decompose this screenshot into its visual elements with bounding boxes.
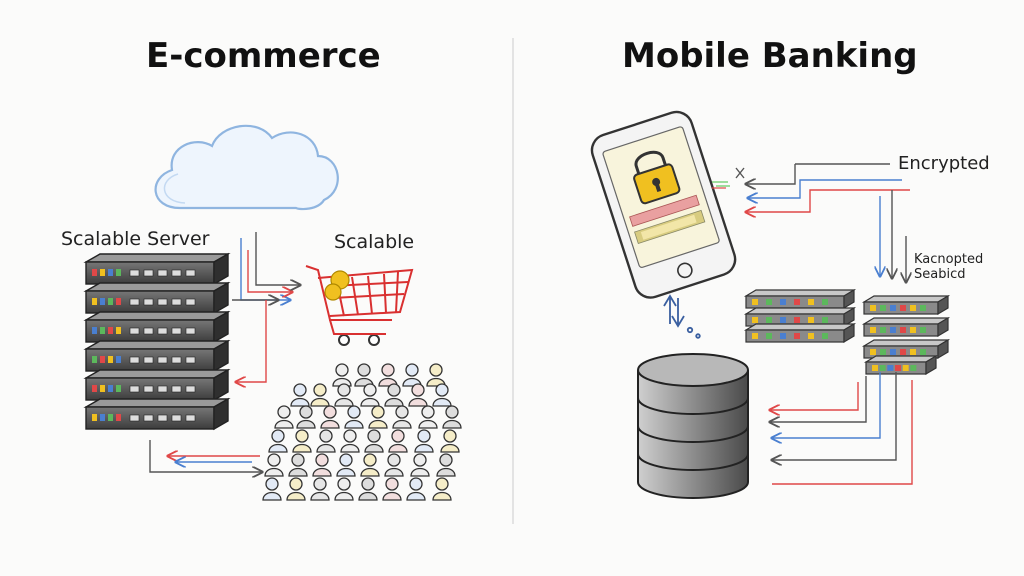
person-icon — [360, 453, 380, 477]
ecommerce-title: E-commerce — [146, 36, 381, 76]
person-icon — [408, 383, 428, 407]
person-icon — [418, 405, 438, 429]
person-icon — [432, 383, 452, 407]
network-switch-icon — [861, 294, 951, 316]
panel-divider — [512, 38, 514, 524]
person-icon — [296, 405, 316, 429]
person-icon — [310, 477, 330, 501]
server-unit — [83, 368, 231, 402]
network-switch-icon — [861, 316, 951, 338]
crowd-icon — [262, 363, 462, 501]
person-icon — [440, 429, 460, 453]
network-switch-icon — [863, 354, 939, 376]
person-icon — [442, 405, 462, 429]
person-icon — [312, 453, 332, 477]
person-icon — [432, 477, 452, 501]
person-icon — [264, 453, 284, 477]
person-icon — [384, 453, 404, 477]
person-icon — [290, 383, 310, 407]
person-icon — [402, 363, 422, 387]
person-icon — [392, 405, 412, 429]
network-switch-icon — [743, 306, 857, 328]
connection-arrows-right — [712, 163, 913, 485]
person-icon — [292, 429, 312, 453]
person-icon — [388, 429, 408, 453]
person-icon — [310, 383, 330, 407]
person-icon — [382, 477, 402, 501]
person-icon — [358, 477, 378, 501]
smartphone-icon — [590, 110, 737, 299]
person-icon — [344, 405, 364, 429]
padlock-icon — [633, 150, 681, 205]
person-icon — [436, 453, 456, 477]
person-icon — [268, 429, 288, 453]
server-unit — [83, 310, 231, 344]
person-icon — [262, 477, 282, 501]
person-icon — [286, 477, 306, 501]
person-icon — [364, 429, 384, 453]
scalable-label: Scalable — [334, 231, 415, 253]
person-icon — [384, 383, 404, 407]
person-icon — [340, 429, 360, 453]
server-unit — [83, 252, 231, 286]
person-icon — [320, 405, 340, 429]
server-unit — [83, 339, 231, 373]
network-switch-icon — [743, 322, 857, 344]
person-icon — [288, 453, 308, 477]
person-icon — [316, 429, 336, 453]
mobile-banking-title: Mobile Banking — [622, 36, 918, 76]
person-icon — [406, 477, 426, 501]
person-icon — [378, 363, 398, 387]
server-unit — [83, 281, 231, 315]
person-icon — [274, 405, 294, 429]
person-icon — [334, 383, 354, 407]
cloud-icon — [154, 124, 339, 211]
person-icon — [360, 383, 380, 407]
server-unit — [83, 397, 231, 431]
encrypted-label-secondary: Kacnopted Seabicd — [914, 252, 984, 282]
person-icon — [334, 477, 354, 501]
person-icon — [336, 453, 356, 477]
network-switch-icon — [743, 288, 857, 310]
person-icon — [332, 363, 352, 387]
encrypted-label: Encrypted — [898, 153, 990, 174]
connection-arrows-left — [149, 232, 300, 472]
person-icon — [368, 405, 388, 429]
person-icon — [354, 363, 374, 387]
person-icon — [426, 363, 446, 387]
shopping-cart-icon — [305, 265, 414, 346]
sync-arrows-icon — [663, 294, 701, 339]
database-icon — [637, 353, 749, 499]
network-switch-group — [743, 288, 951, 376]
network-switch-icon — [861, 338, 951, 360]
person-icon — [414, 429, 434, 453]
scalable-server-label: Scalable Server — [61, 228, 210, 250]
server-rack-icon — [83, 252, 231, 431]
person-icon — [410, 453, 430, 477]
